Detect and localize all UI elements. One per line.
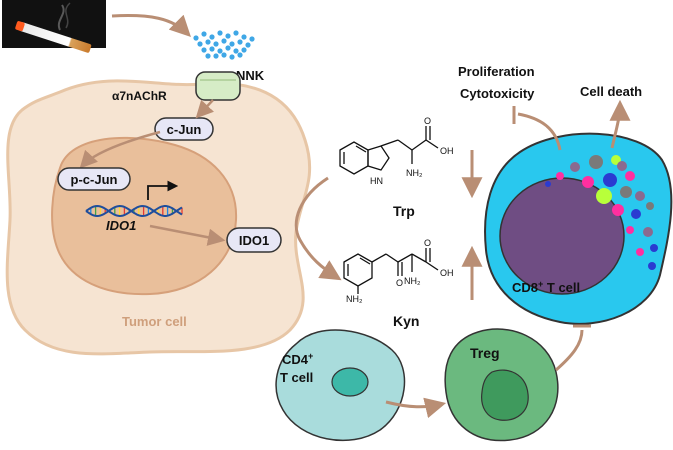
kyn-o-ketone: O (396, 278, 403, 288)
nnk-dot (241, 34, 247, 40)
granule (620, 186, 632, 198)
arrow-trp-to-kyn (294, 176, 342, 281)
ido1-protein-box (226, 227, 282, 253)
cigarette-image (2, 0, 106, 53)
arrow-cd4-to-treg (385, 397, 447, 419)
granule (648, 262, 656, 270)
granule (582, 176, 594, 188)
trp-oh: OH (440, 146, 454, 156)
inhibit-treg-to-cd8 (555, 329, 584, 372)
kyn-structure (343, 248, 439, 294)
kyn-label: Kyn (393, 313, 419, 329)
nnk-dot (217, 48, 223, 54)
transcription-start-arrow (147, 180, 179, 200)
granule (570, 162, 580, 172)
nnk-molecule-cluster (193, 30, 255, 60)
nnk-dot (197, 41, 203, 47)
nnk-dot (193, 35, 199, 41)
nnk-dot (205, 39, 211, 45)
dna-helix (85, 204, 183, 218)
granule (612, 204, 624, 216)
nnk-dot (249, 36, 255, 42)
arrow-to-cell-death (609, 99, 631, 149)
nnk-dot (221, 52, 227, 58)
granule (545, 181, 551, 187)
arrow-gene-to-ido1 (149, 224, 226, 246)
nnk-dot (237, 39, 243, 45)
trp-nh2: NH₂ (406, 168, 423, 178)
granule (626, 226, 634, 234)
receptor-a7nachr (195, 71, 241, 101)
receptor-label: α7nAChR (112, 89, 167, 103)
nnk-dot (225, 33, 231, 39)
tumor-cell-label: Tumor cell (122, 314, 187, 329)
granule (636, 248, 644, 256)
nnk-dot (221, 38, 227, 44)
dna-strand (85, 204, 183, 218)
granule (589, 155, 603, 169)
granule (650, 244, 658, 252)
nnk-dot (233, 30, 239, 36)
granule (631, 209, 641, 219)
nnk-dot (209, 46, 215, 52)
arrow-cjun-to-pcjun (79, 130, 161, 169)
nnk-dot (201, 31, 207, 37)
granule (625, 171, 635, 181)
cytotoxicity-label: Cytotoxicity (460, 86, 535, 101)
trp-structure (339, 126, 439, 175)
arrow-receptor-to-cjun (195, 99, 214, 119)
nnk-dot (241, 47, 247, 53)
granule (643, 227, 653, 237)
trp-o: O (424, 116, 431, 126)
granule (603, 173, 617, 187)
cjun-box (154, 117, 214, 141)
cd4-label-line1: CD4+ (282, 351, 313, 367)
nnk-dot (233, 48, 239, 54)
pcjun-label: p-c-Jun (71, 172, 118, 187)
cytotoxic-granules (545, 155, 658, 270)
granule (596, 188, 612, 204)
dna-strand (85, 204, 183, 218)
granule (635, 191, 645, 201)
proliferation-label: Proliferation (458, 64, 535, 79)
ido1-protein-label: IDO1 (239, 233, 269, 248)
nnk-dot (245, 42, 251, 48)
cd4-label-line2: T cell (280, 370, 313, 385)
granule (646, 202, 654, 210)
nnk-dot (225, 45, 231, 51)
nnk-dot (205, 53, 211, 59)
nnk-dot (217, 30, 223, 36)
nnk-dot (209, 34, 215, 40)
arrow-cigarette-to-nnk (111, 14, 191, 37)
nnk-dot (201, 47, 207, 53)
nnk-dot (213, 41, 219, 47)
cell-death-label: Cell death (580, 84, 642, 99)
nnk-dot (237, 52, 243, 58)
nnk-dot (229, 41, 235, 47)
trp-label: Trp (393, 203, 415, 219)
nnk-dot (229, 54, 235, 60)
ido1-gene-label: IDO1 (106, 218, 136, 233)
granule (617, 161, 627, 171)
cjun-label: c-Jun (167, 122, 202, 137)
kyn-oh: OH (440, 268, 454, 278)
cd8-label: CD8+ T cell (512, 279, 580, 295)
cd4-tcell-nucleus (331, 367, 369, 397)
treg-nucleus (481, 369, 529, 421)
nnk-dot (213, 53, 219, 59)
kyn-nh2-alpha: NH₂ (404, 276, 421, 286)
trp-hn: HN (370, 176, 383, 186)
granule (556, 172, 564, 180)
pcjun-box (57, 167, 131, 191)
treg-label: Treg (470, 345, 500, 361)
kyn-nh2-aryl: NH₂ (346, 294, 363, 304)
inhibit-proliferation (517, 112, 562, 151)
nnk-label: NNK (236, 68, 265, 83)
kyn-o-acid: O (424, 238, 431, 248)
